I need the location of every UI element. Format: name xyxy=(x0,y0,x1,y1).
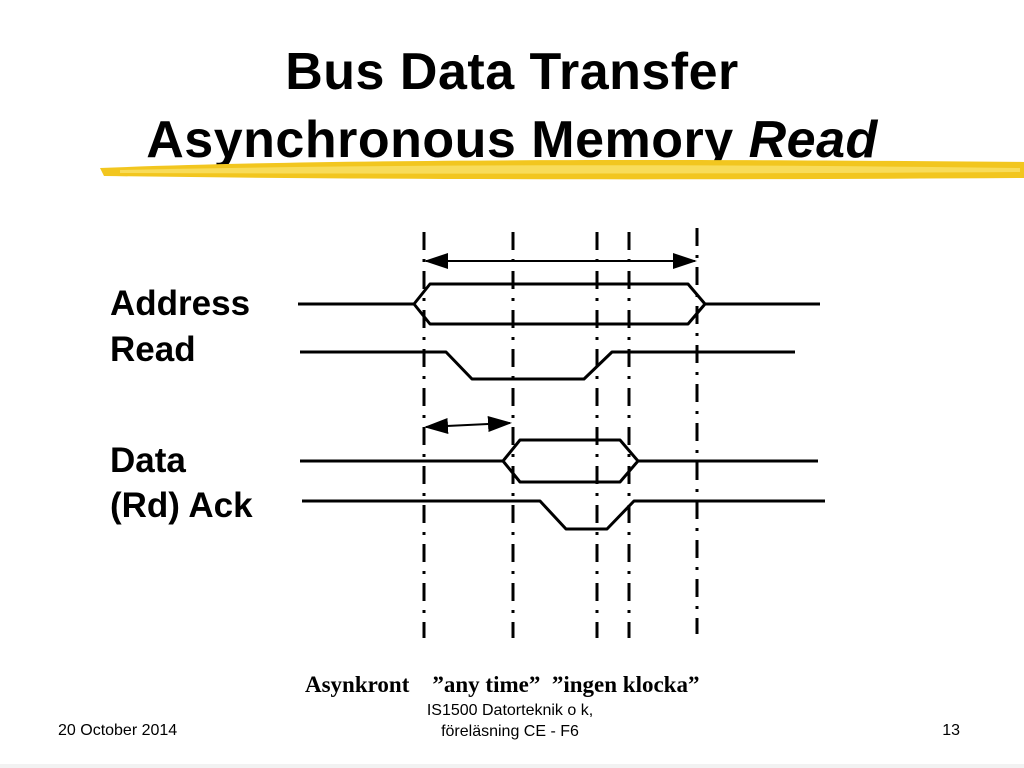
footer-page-number: 13 xyxy=(942,722,960,739)
title-italic-text: Read xyxy=(748,111,878,169)
bottom-rule xyxy=(0,764,1024,768)
data-waveform xyxy=(300,438,818,484)
title-regular-text: Asynchronous Memory xyxy=(146,111,749,169)
signal-label-data: Data xyxy=(110,441,186,480)
access-delay-arrow xyxy=(424,416,512,434)
read-waveform xyxy=(300,350,795,381)
address-waveform xyxy=(298,282,820,326)
footer-course: IS1500 Datorteknik o k, föreläsning CE -… xyxy=(395,700,625,742)
highlight-stroke-light xyxy=(120,165,1020,174)
slide-title-line2: Asynchronous Memory Read xyxy=(0,110,1024,170)
footer-date: 20 October 2014 xyxy=(58,722,178,739)
signal-label-rd-ack: (Rd) Ack xyxy=(110,486,253,525)
footer-course-line2: föreläsning CE - F6 xyxy=(441,723,579,740)
signal-label-address: Address xyxy=(110,284,251,323)
caption: Asynkront ”any time” ”ingen klocka” xyxy=(305,672,700,697)
title-highlight-stroke xyxy=(100,160,1024,180)
signal-label-read: Read xyxy=(110,330,196,369)
ack-waveform xyxy=(302,499,825,531)
slide-title-line1: Bus Data Transfer xyxy=(285,43,739,101)
footer-course-line1: IS1500 Datorteknik o k, xyxy=(426,702,594,719)
